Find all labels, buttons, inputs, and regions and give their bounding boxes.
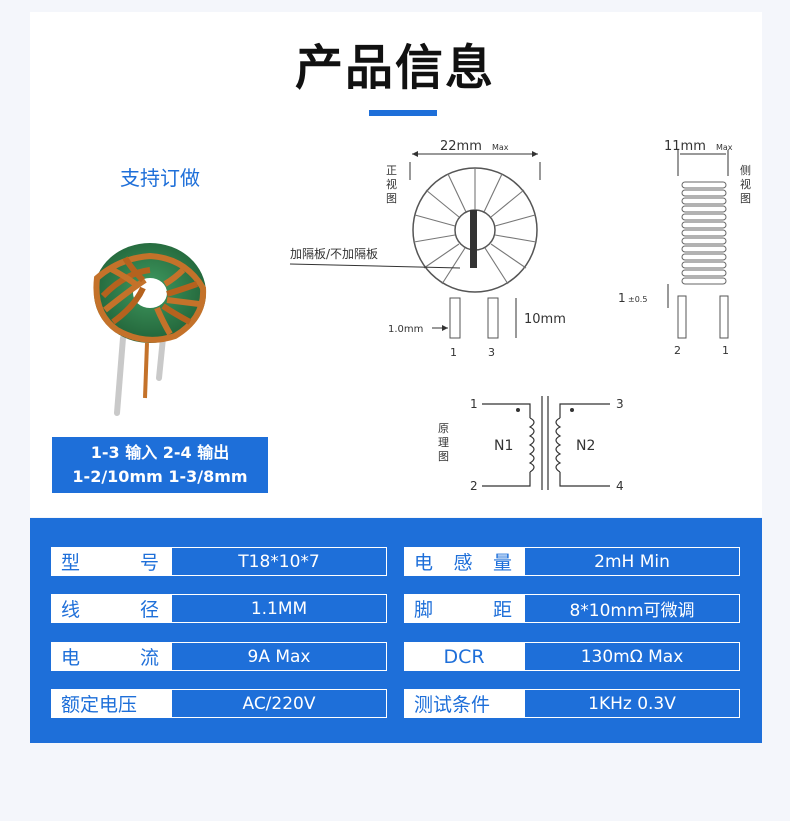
schematic-label-1: 原 <box>438 422 449 435</box>
schematic-label-2: 理 <box>438 436 449 449</box>
side-width-label: 11mm <box>664 139 706 154</box>
spec-label: 电 流 <box>51 642 171 671</box>
spec-label-char: 径 <box>139 599 159 621</box>
front-view-label-3: 图 <box>386 192 397 205</box>
spec-row-2b: 脚 距 8*10mm可微调 <box>404 594 740 623</box>
spec-label-char: 号 <box>139 552 159 574</box>
spec-label: 线 径 <box>51 594 171 623</box>
tolerance-sub: ±0.5 <box>628 295 647 304</box>
front-width-label: 22mm <box>440 139 482 154</box>
side-width-sub: Max <box>716 143 733 152</box>
schematic-diagram <box>482 396 610 490</box>
spec-value: 1KHz 0.3V <box>524 689 740 718</box>
schematic-label-3: 图 <box>438 450 449 463</box>
spec-label-char: 型 <box>61 552 81 574</box>
spec-value: 9A Max <box>171 642 387 671</box>
title-underline <box>369 110 437 116</box>
side-view-label-1: 侧 <box>740 164 751 177</box>
spec-label-char: 额定电压 <box>61 694 138 716</box>
front-view-label-1: 正 <box>386 164 397 177</box>
spec-row-4: 额定电压 AC/220V <box>51 689 387 718</box>
spec-label: 脚 距 <box>404 594 524 623</box>
schematic-pin-4: 4 <box>616 479 624 493</box>
spec-value: 130mΩ Max <box>524 642 740 671</box>
spec-label-char: 测试条件 <box>414 694 491 716</box>
spec-label-char: DCR <box>443 645 485 668</box>
tolerance-main: 1 <box>618 291 626 305</box>
pin-note-line1: 1-3 输入 2-4 输出 <box>90 443 230 462</box>
spec-label: 电 感 量 <box>404 547 524 576</box>
front-view-label-2: 视 <box>386 177 397 191</box>
spec-label: 型 号 <box>51 547 171 576</box>
spec-label: 额定电压 <box>51 689 171 718</box>
side-pin-1: 1 <box>722 344 729 357</box>
spec-row-1: 型 号 T18*10*7 <box>51 547 387 576</box>
spec-value: 1.1MM <box>171 594 387 623</box>
side-view-label-2: 视 <box>740 177 751 191</box>
side-view-label-3: 图 <box>740 192 751 205</box>
spec-row-4b: 测试条件 1KHz 0.3V <box>404 689 740 718</box>
spec-label-char: 脚 <box>414 599 434 621</box>
spec-row-3b: DCR 130mΩ Max <box>404 642 740 671</box>
spec-value: T18*10*7 <box>171 547 387 576</box>
winding-n1: N1 <box>494 438 513 454</box>
front-width-sub: Max <box>492 143 509 152</box>
spec-row-2: 线 径 1.1MM <box>51 594 387 623</box>
spec-label-char: 电 <box>414 552 434 574</box>
spec-label-char: 线 <box>61 599 81 621</box>
toroid-front <box>412 167 538 293</box>
inductor-photo <box>93 243 207 416</box>
divider-label: 加隔板/不加隔板 <box>290 247 378 261</box>
spec-label-char: 感 <box>453 552 473 574</box>
spec-row-3: 电 流 9A Max <box>51 642 387 671</box>
spec-table: 型 号 T18*10*7 电 感 量 2mH Min 线 径 1.1MM 脚 距… <box>30 518 762 743</box>
spec-label: DCR <box>404 642 524 671</box>
side-pin-2: 2 <box>674 344 681 357</box>
front-pin-3: 3 <box>488 346 495 359</box>
dimension-diagram: 正 视 图 22mm Max 加隔板/不加隔板 1. <box>289 139 751 493</box>
toroid-side <box>681 181 727 285</box>
pin-note: 1-3 输入 2-4 输出 1-2/10mm 1-3/8mm <box>52 437 268 493</box>
spec-row-1b: 电 感 量 2mH Min <box>404 547 740 576</box>
spec-label-char: 流 <box>139 647 159 669</box>
spec-value: AC/220V <box>171 689 387 718</box>
pin-length-label: 10mm <box>524 312 566 327</box>
page-title: 产品信息 <box>294 40 495 96</box>
spec-label: 测试条件 <box>404 689 524 718</box>
winding-n2: N2 <box>576 438 595 454</box>
pin-note-line2: 1-2/10mm 1-3/8mm <box>72 467 248 486</box>
front-pin-1: 1 <box>450 346 457 359</box>
spec-value: 8*10mm可微调 <box>524 594 740 623</box>
schematic-pin-1: 1 <box>470 397 478 411</box>
pin-diameter-label: 1.0mm <box>388 324 423 335</box>
spec-label-char: 距 <box>492 599 512 621</box>
spec-value: 2mH Min <box>524 547 740 576</box>
schematic-pin-2: 2 <box>470 479 478 493</box>
custom-order-badge: 支持订做 <box>96 140 224 212</box>
spec-label-char: 量 <box>492 552 512 574</box>
schematic-pin-3: 3 <box>616 397 624 411</box>
spec-label-char: 电 <box>61 647 81 669</box>
